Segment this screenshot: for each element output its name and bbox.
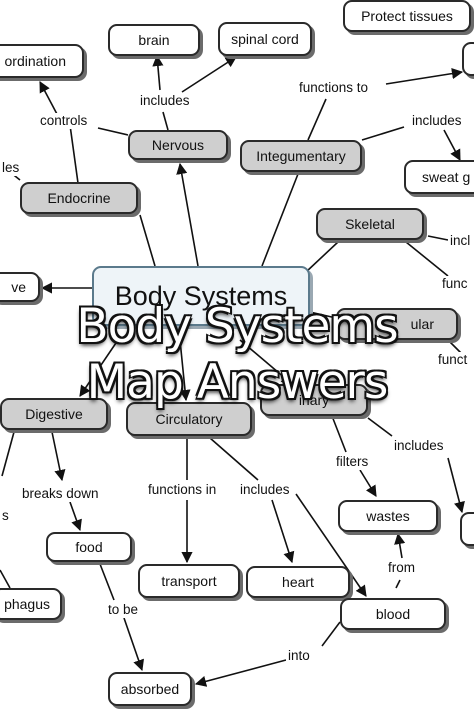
- node-skeletal: Skeletal: [316, 208, 424, 240]
- node-food: food: [46, 532, 132, 562]
- node-transport: transport: [138, 564, 240, 598]
- node-integumentary: Integumentary: [240, 140, 362, 172]
- node-brain: brain: [108, 24, 200, 56]
- node-coordination: ordination: [0, 44, 84, 78]
- node-digestive: Digestive: [0, 398, 108, 430]
- label-controls: controls: [38, 113, 90, 129]
- node-heart: heart: [246, 566, 350, 598]
- node-circulatory: Circulatory: [126, 402, 252, 436]
- node-wastes: wastes: [338, 500, 438, 532]
- label-func-skeletal: func: [440, 276, 470, 292]
- node-muscular: ular: [336, 308, 458, 340]
- label-functions-to: functions to: [297, 80, 371, 96]
- label-functions-in: functions in: [146, 482, 219, 498]
- label-to-be: to be: [106, 602, 141, 618]
- label-includes-circulatory: includes: [238, 482, 292, 498]
- label-filters: filters: [334, 454, 371, 470]
- label-les: les: [0, 160, 22, 176]
- label-includes-integumentary: includes: [410, 113, 464, 129]
- node-nervous: Nervous: [128, 130, 228, 160]
- node-absorbed: absorbed: [108, 672, 192, 706]
- label-includes-nervous: includes: [138, 93, 192, 109]
- node-endocrine: Endocrine: [20, 182, 138, 214]
- label-from: from: [386, 560, 417, 576]
- node-protect-tissues: Protect tissues: [343, 0, 471, 32]
- node-blood: blood: [340, 598, 446, 630]
- node-sweat-glands: sweat g: [404, 160, 474, 194]
- label-breaks-down: breaks down: [20, 486, 101, 502]
- node-body-systems: Body Systems: [92, 266, 310, 326]
- node-esophagus: phagus: [0, 588, 62, 620]
- node-urinary: inary: [260, 384, 368, 416]
- label-func-muscular: funct: [436, 352, 470, 368]
- overlay-title-line-1: Body Systems: [76, 299, 398, 354]
- node-partial-right-bottom: [460, 512, 474, 546]
- overlay-title-line-2: Map Answers: [86, 355, 389, 410]
- label-s: s: [0, 508, 11, 524]
- node-partial-right-top: [462, 42, 474, 76]
- label-includes-urinary: includes: [392, 438, 446, 454]
- node-left-partial: ve: [0, 272, 40, 302]
- label-incl-skeletal: incl: [448, 233, 473, 249]
- label-into: into: [286, 648, 312, 664]
- node-spinal-cord: spinal cord: [218, 22, 312, 56]
